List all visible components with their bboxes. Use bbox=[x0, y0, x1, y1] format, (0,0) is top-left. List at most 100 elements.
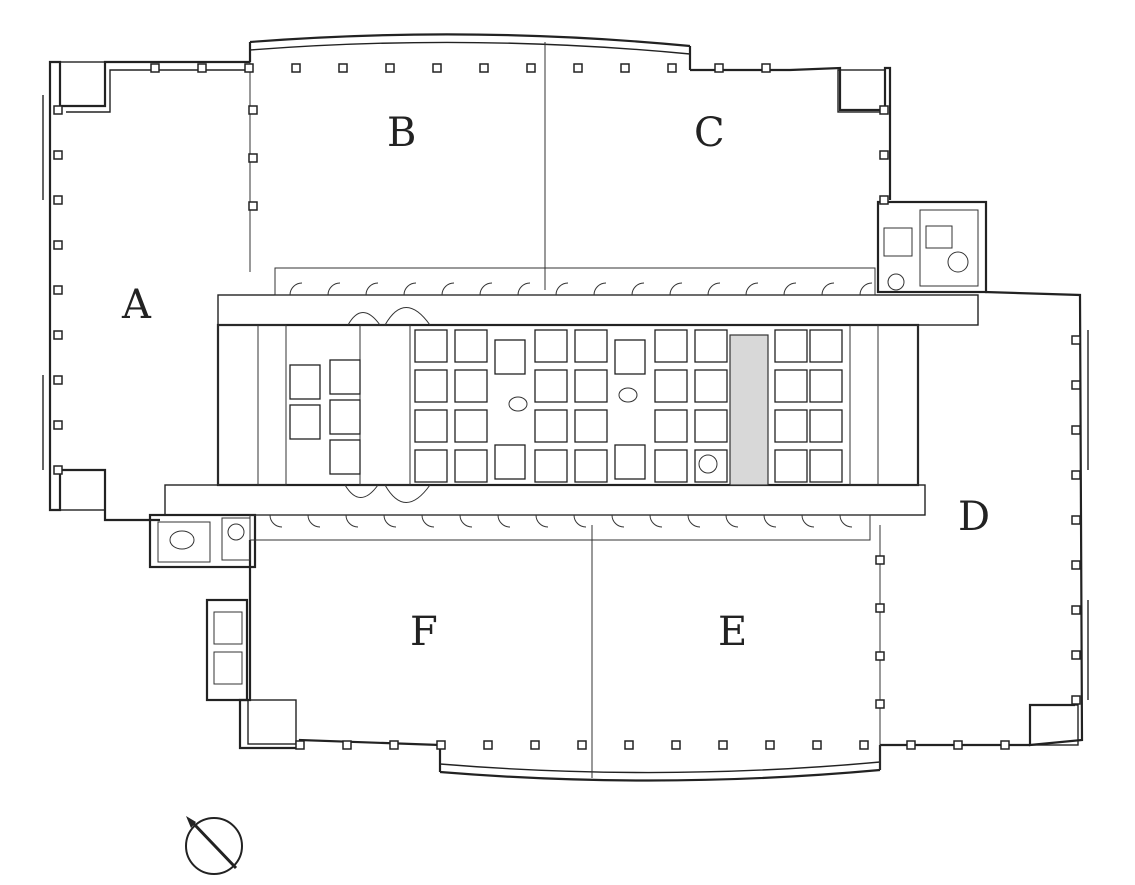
column bbox=[248, 201, 258, 211]
column bbox=[1071, 470, 1081, 480]
top-curved-facade bbox=[249, 33, 691, 48]
column bbox=[295, 740, 305, 750]
column bbox=[1071, 650, 1081, 660]
zone-label-b: B bbox=[387, 110, 416, 156]
column bbox=[875, 699, 885, 709]
core-room bbox=[329, 439, 361, 475]
core-cell bbox=[654, 369, 688, 403]
column bbox=[291, 63, 301, 73]
door-swing bbox=[327, 282, 341, 296]
door-swing bbox=[859, 282, 873, 296]
structural-columns bbox=[53, 63, 1081, 750]
column bbox=[879, 150, 889, 160]
core-cell bbox=[654, 449, 688, 483]
column bbox=[879, 105, 889, 115]
door-swing bbox=[573, 514, 587, 528]
door-swing bbox=[631, 282, 645, 296]
column bbox=[1000, 740, 1010, 750]
door-swings bbox=[269, 282, 873, 528]
core-fixture bbox=[618, 387, 638, 403]
column bbox=[714, 63, 724, 73]
column bbox=[530, 740, 540, 750]
bottom-curved-facade bbox=[439, 768, 881, 782]
column bbox=[577, 740, 587, 750]
column bbox=[342, 740, 352, 750]
door-swing bbox=[479, 282, 493, 296]
column bbox=[479, 63, 489, 73]
column bbox=[624, 740, 634, 750]
door-swing bbox=[497, 514, 511, 528]
core-room bbox=[614, 339, 646, 375]
column bbox=[436, 740, 446, 750]
column bbox=[953, 740, 963, 750]
north-arrow-icon bbox=[185, 816, 243, 875]
column bbox=[573, 63, 583, 73]
core-elevator-grid bbox=[289, 329, 843, 483]
door-swing bbox=[383, 514, 397, 528]
column bbox=[859, 740, 869, 750]
core-fixture bbox=[508, 396, 528, 412]
door-swing bbox=[763, 514, 777, 528]
core-cell bbox=[414, 409, 448, 443]
column bbox=[1071, 515, 1081, 525]
upper-shell bbox=[42, 33, 988, 522]
door-swing bbox=[707, 282, 721, 296]
door-swing bbox=[365, 282, 379, 296]
column bbox=[1071, 560, 1081, 570]
column bbox=[875, 555, 885, 565]
door-swing bbox=[269, 514, 283, 528]
column bbox=[875, 603, 885, 613]
door-swing bbox=[821, 282, 835, 296]
column bbox=[53, 465, 63, 475]
core-cell bbox=[574, 329, 608, 363]
column bbox=[671, 740, 681, 750]
core-cell bbox=[654, 409, 688, 443]
column bbox=[53, 330, 63, 340]
core-cell bbox=[534, 409, 568, 443]
core-cell bbox=[574, 449, 608, 483]
column bbox=[879, 195, 889, 205]
core-cell bbox=[454, 329, 488, 363]
door-swing bbox=[555, 282, 569, 296]
core-cell bbox=[454, 409, 488, 443]
door-swing bbox=[403, 282, 417, 296]
zone-label-e: E bbox=[718, 609, 747, 655]
column bbox=[1071, 695, 1081, 705]
core-cell bbox=[694, 449, 728, 483]
core-cell bbox=[534, 329, 568, 363]
zone-label-a: A bbox=[121, 282, 152, 328]
column bbox=[875, 651, 885, 661]
door-swing bbox=[725, 514, 739, 528]
column bbox=[483, 740, 493, 750]
column bbox=[812, 740, 822, 750]
column bbox=[53, 150, 63, 160]
core-cell bbox=[454, 449, 488, 483]
column bbox=[906, 740, 916, 750]
core-cell bbox=[809, 329, 843, 363]
core-room bbox=[289, 364, 321, 400]
column bbox=[53, 240, 63, 250]
door-swing bbox=[783, 282, 797, 296]
core-cell bbox=[414, 329, 448, 363]
column bbox=[718, 740, 728, 750]
core-cell bbox=[654, 329, 688, 363]
column bbox=[761, 63, 771, 73]
lower-shell bbox=[148, 290, 1089, 782]
column bbox=[385, 63, 395, 73]
core-room bbox=[494, 339, 526, 375]
door-swing bbox=[593, 282, 607, 296]
core-cell bbox=[414, 449, 448, 483]
column bbox=[248, 153, 258, 163]
column bbox=[1071, 335, 1081, 345]
core-cell bbox=[534, 369, 568, 403]
core-room bbox=[329, 359, 361, 395]
core-cell bbox=[774, 449, 808, 483]
column bbox=[1071, 425, 1081, 435]
zone-label-c: C bbox=[694, 110, 725, 156]
core-cell bbox=[774, 329, 808, 363]
core-fixture bbox=[698, 454, 718, 474]
core-cell bbox=[414, 369, 448, 403]
core-cell bbox=[694, 369, 728, 403]
door-swing bbox=[649, 514, 663, 528]
